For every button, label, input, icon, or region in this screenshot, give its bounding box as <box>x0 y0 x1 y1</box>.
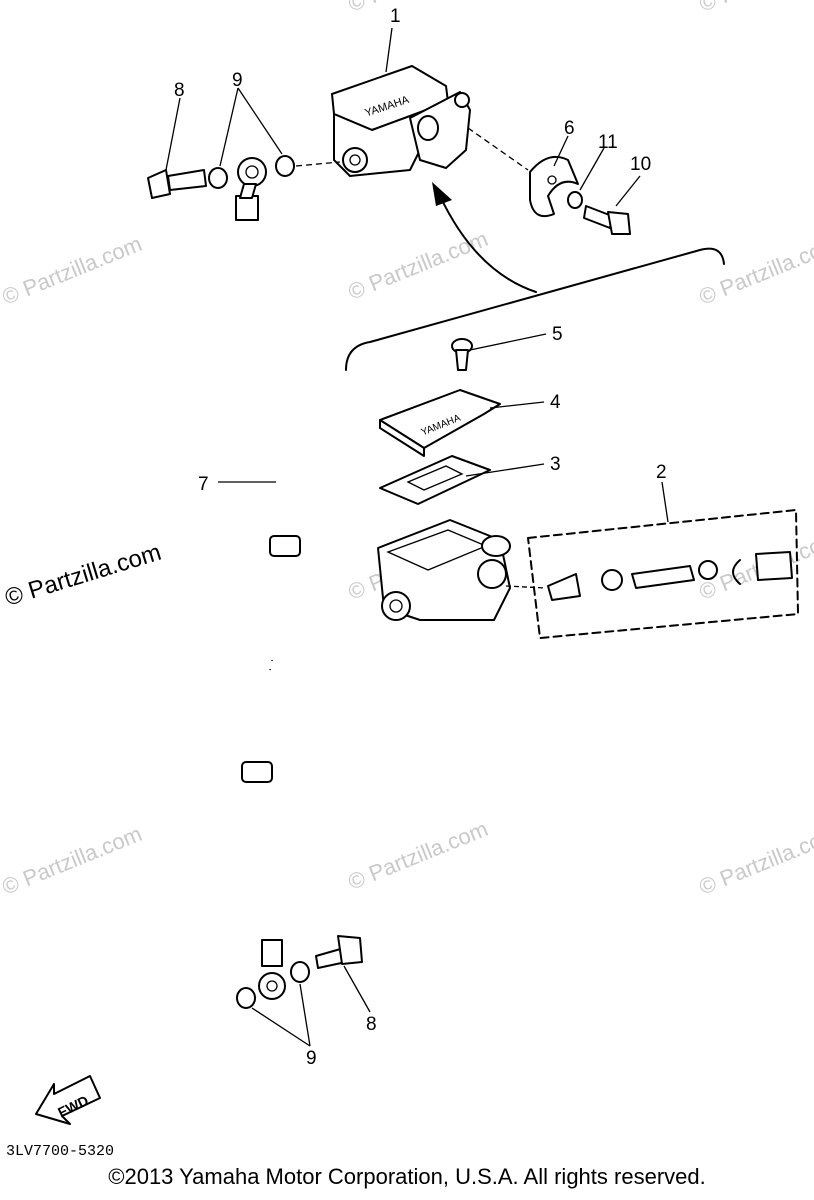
callout-label: 5 <box>552 324 563 345</box>
master-cylinder-top: YAMAHA <box>331 65 471 177</box>
washer-9 <box>290 961 310 983</box>
watermark: © Partzilla.com <box>345 816 492 895</box>
piston-kit-parts <box>547 551 793 601</box>
watermark: © Partzilla.com <box>696 231 814 310</box>
watermark: © Partzilla.com <box>696 821 814 900</box>
callout-label: 2 <box>656 462 667 483</box>
bolt-10 <box>583 205 631 235</box>
diaphragm <box>379 455 491 505</box>
washer-9 <box>208 167 228 189</box>
union-bolt-8 <box>147 169 207 199</box>
watermark: © Partzilla.com <box>696 0 814 17</box>
callout-label: 1 <box>390 6 401 27</box>
diagram-code: 3LV7700-5320 <box>6 1143 115 1160</box>
reservoir-cap: YAMAHA <box>379 389 501 457</box>
callout-label: 6 <box>564 118 575 139</box>
callout-label: 4 <box>550 392 561 413</box>
banjo-fitting-bottom <box>258 972 286 1000</box>
watermark-prominent: © Partzilla.com <box>2 539 165 612</box>
fwd-arrow-icon: FWD <box>35 1075 101 1125</box>
callout-label: 7 <box>198 474 209 495</box>
washer-9 <box>275 155 295 177</box>
banjo-fitting-top <box>237 157 267 199</box>
watermark: © Partzilla.com <box>0 821 145 900</box>
callout-label: 9 <box>306 1048 317 1069</box>
copyright-notice: ©2013 Yamaha Motor Corporation, U.S.A. A… <box>108 1164 706 1189</box>
watermark: © Partzilla.com <box>0 231 145 310</box>
callout-labels: 1 2 3 4 5 6 7 8 8 9 9 10 11 <box>174 6 667 1069</box>
callout-label: 3 <box>550 454 561 475</box>
callout-label: 8 <box>366 1014 377 1035</box>
screw-5 <box>451 338 473 371</box>
watermark: © Partzilla.com <box>345 226 492 305</box>
washer-9 <box>236 987 256 1009</box>
washer-11 <box>567 191 583 209</box>
callout-label: 11 <box>598 132 618 153</box>
master-cylinder-body <box>377 519 511 621</box>
brake-hose <box>235 195 301 967</box>
piston-kit-box <box>527 509 799 639</box>
callout-label: 8 <box>174 80 185 101</box>
callout-label: 10 <box>630 154 651 175</box>
callout-label: 9 <box>232 70 243 91</box>
leader-lines <box>165 27 669 1047</box>
watermark: © Partzilla.com <box>345 0 492 17</box>
clamp-holder <box>529 156 579 218</box>
union-bolt-8 <box>315 935 363 969</box>
